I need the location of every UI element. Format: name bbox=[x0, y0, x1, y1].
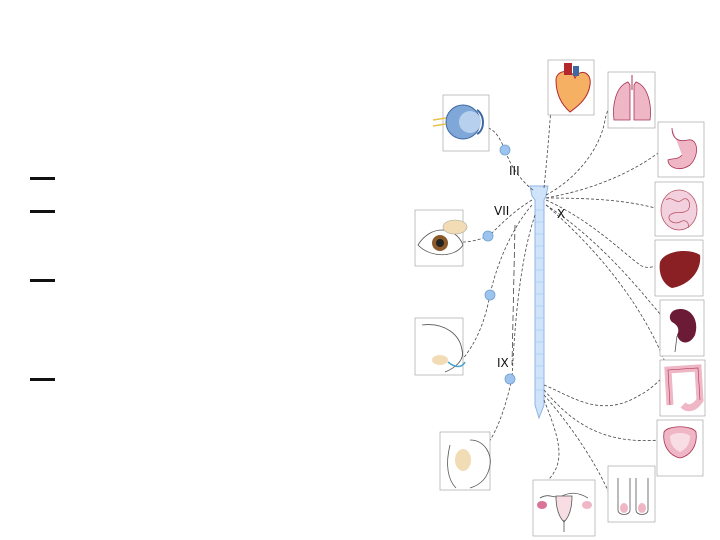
lacrimal-gland-icon bbox=[414, 209, 468, 267]
lungs-icon bbox=[607, 71, 656, 129]
heart-icon bbox=[547, 59, 595, 116]
liver-icon bbox=[654, 239, 704, 297]
vagus-intestine bbox=[545, 197, 663, 211]
bullet-dash-1 bbox=[30, 177, 55, 180]
vagus-stomach bbox=[545, 147, 666, 199]
label-glossopharyngeal-nerve: IX bbox=[497, 356, 509, 370]
vagus-colon bbox=[545, 204, 669, 371]
submandibular-ganglion bbox=[484, 289, 496, 301]
ix-guide-line bbox=[511, 224, 516, 366]
pterygopalatine-ganglion bbox=[482, 230, 494, 242]
eye-icon bbox=[432, 94, 490, 152]
bullet-dash-3 bbox=[30, 279, 55, 282]
bullet-dash-2 bbox=[30, 210, 55, 213]
spinal-cord bbox=[529, 185, 549, 420]
ciliary-ganglion bbox=[499, 144, 511, 156]
glossopharyngeal-path bbox=[477, 214, 536, 456]
pelvic-testes bbox=[543, 394, 613, 501]
facial-path-lacrimal bbox=[461, 199, 533, 243]
nerve-pathways bbox=[461, 79, 669, 501]
submandibular-gland-icon bbox=[414, 317, 466, 376]
ganglia bbox=[482, 144, 516, 385]
stomach-icon bbox=[657, 121, 705, 178]
facial-path-submandibular bbox=[461, 204, 533, 361]
otic-ganglion bbox=[504, 373, 516, 385]
pelvic-uterus bbox=[534, 399, 560, 499]
oculomotor-path bbox=[487, 127, 534, 191]
pelvic-colon bbox=[543, 374, 666, 407]
parotid-gland-icon bbox=[439, 431, 491, 491]
vagus-liver bbox=[545, 199, 656, 268]
small-intestine-icon bbox=[654, 181, 704, 237]
bladder-icon bbox=[656, 419, 704, 477]
vagus-kidney bbox=[545, 204, 666, 321]
label-vagus-nerve: X bbox=[557, 207, 566, 221]
uterus-ovaries-icon bbox=[532, 479, 596, 537]
label-oculomotor-nerve: III bbox=[509, 164, 520, 178]
kidney-icon bbox=[659, 299, 705, 357]
bullet-dash-4 bbox=[30, 378, 55, 381]
label-facial-nerve: VII bbox=[494, 204, 510, 218]
testes-icon bbox=[607, 465, 656, 523]
large-intestine-icon bbox=[659, 359, 706, 417]
